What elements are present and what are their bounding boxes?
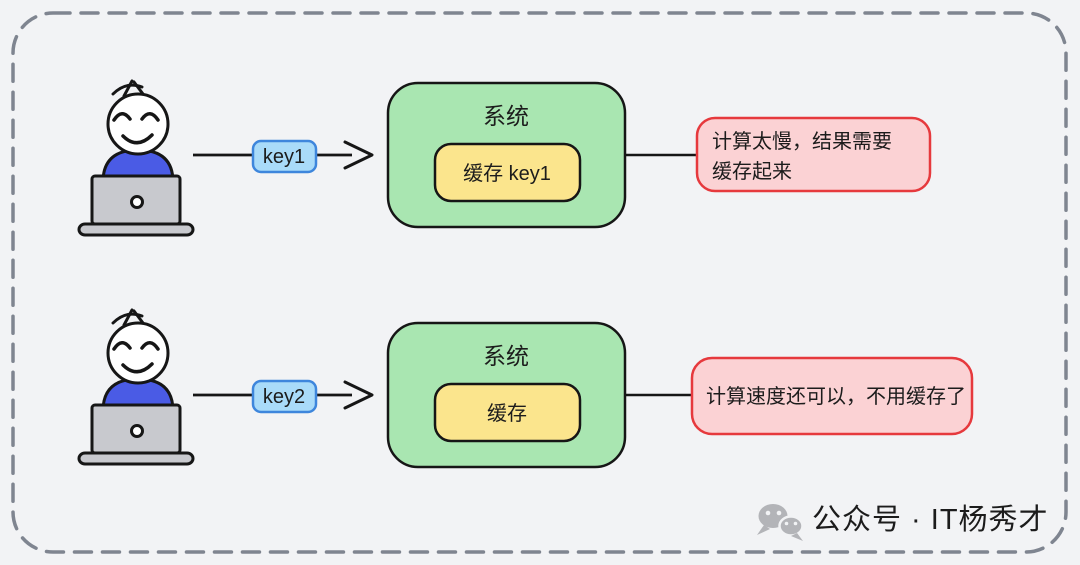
note-box: 计算太慢，结果需要 缓存起来 bbox=[695, 116, 932, 193]
laptop-base bbox=[77, 451, 195, 466]
user-smile bbox=[121, 133, 154, 145]
cache-box: 缓存 bbox=[433, 382, 582, 443]
note-text-line2: 缓存起来 bbox=[712, 160, 792, 183]
cache-box-shape bbox=[433, 142, 582, 203]
system-title: 系统 bbox=[483, 103, 529, 129]
user-eye-right bbox=[140, 341, 160, 351]
user-eye-right bbox=[140, 112, 160, 122]
user-hair bbox=[122, 79, 134, 98]
key-badge-box bbox=[251, 139, 318, 174]
wechat-icon bbox=[757, 504, 804, 541]
wechat-eye bbox=[793, 521, 798, 526]
wechat-eye bbox=[784, 521, 789, 526]
user-figure bbox=[77, 79, 195, 237]
key-badge-label: key2 bbox=[263, 386, 305, 408]
system-box: 系统 缓存 key1 bbox=[386, 81, 627, 229]
system-box: 系统 缓存 bbox=[386, 321, 627, 469]
key-badge-label: key1 bbox=[263, 146, 305, 168]
dashed-frame bbox=[11, 11, 1068, 554]
laptop-base bbox=[77, 222, 195, 237]
cache-box: 缓存 key1 bbox=[433, 142, 582, 203]
request-arrow-head bbox=[343, 140, 374, 170]
wechat-eye bbox=[776, 510, 782, 516]
user-smile bbox=[121, 362, 154, 374]
cache-label: 缓存 bbox=[487, 402, 527, 425]
note-text-line1: 计算太慢，结果需要 bbox=[712, 130, 892, 153]
note-text-line1: 计算速度还可以，不用缓存了 bbox=[706, 385, 966, 408]
request-arrow-head bbox=[343, 380, 374, 410]
watermark: 公众号 · IT杨秀才 bbox=[757, 503, 1049, 541]
note-box-shape bbox=[695, 116, 932, 193]
laptop-logo bbox=[130, 424, 144, 438]
note-box-shape bbox=[690, 356, 974, 436]
flow-row-2-shapes: key2 系统 缓存 计算速度还可以，不用缓存了 bbox=[193, 321, 974, 469]
system-title: 系统 bbox=[483, 343, 529, 369]
wechat-eye bbox=[765, 510, 771, 516]
laptop-logo bbox=[130, 195, 144, 209]
key-badge: key1 bbox=[251, 139, 318, 174]
user-hair bbox=[111, 83, 144, 96]
user-head bbox=[106, 321, 170, 385]
user-hair bbox=[132, 309, 145, 325]
wechat-bubble-small-tail bbox=[791, 533, 803, 541]
user-head bbox=[106, 92, 170, 156]
note-box: 计算速度还可以，不用缓存了 bbox=[690, 356, 974, 436]
user-hair bbox=[122, 308, 134, 327]
user-eye-left bbox=[112, 341, 132, 351]
cache-box-shape bbox=[433, 382, 582, 443]
user-eye-left bbox=[112, 112, 132, 122]
flow-row-1: key1 系统 缓存 key1 计算太慢，结果需要 缓存起来 bbox=[77, 79, 932, 237]
wechat-bubble-small bbox=[778, 515, 804, 537]
watermark-label: 公众号 · IT杨秀才 bbox=[812, 503, 1049, 536]
user-figure bbox=[77, 308, 195, 466]
wechat-bubble-large-tail bbox=[757, 525, 770, 535]
key-badge-box bbox=[251, 379, 318, 414]
flow-row-2: key2 系统 缓存 计算速度还可以，不用缓存了 bbox=[77, 308, 974, 469]
user-hair bbox=[111, 312, 144, 325]
key-badge: key2 bbox=[251, 379, 318, 414]
user-hair bbox=[132, 80, 145, 96]
cache-label: 缓存 key1 bbox=[463, 162, 551, 185]
